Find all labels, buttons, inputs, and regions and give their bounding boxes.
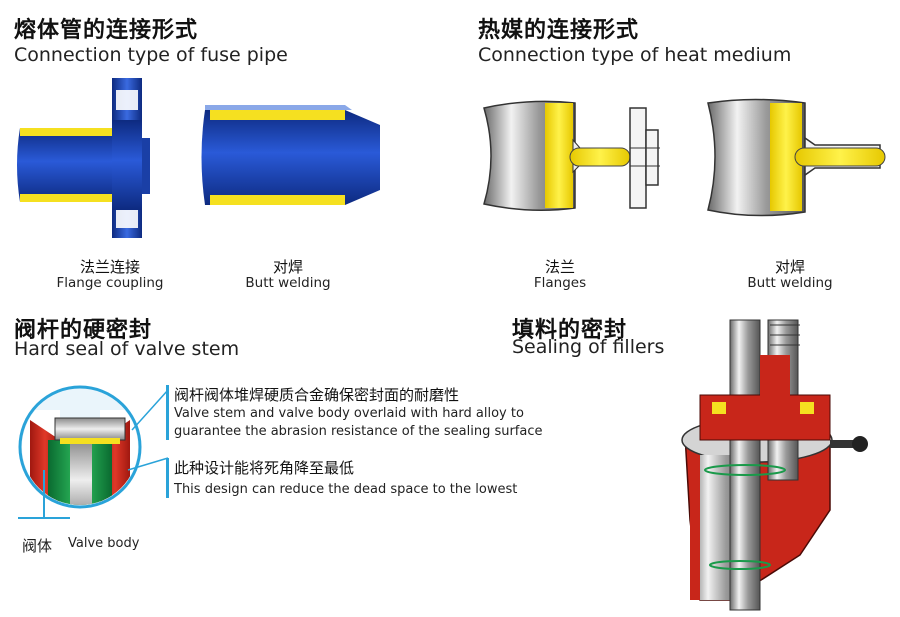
flanges-caption-cn: 法兰	[544, 258, 575, 276]
fillers-title-cn: 填料的密封	[512, 318, 628, 343]
annotation-bar-1	[166, 385, 169, 440]
butt-welding-fuse-caption-cn: 对焊	[272, 258, 303, 276]
filler-seal-illustration	[681, 319, 868, 611]
fillers-title-en: Sealing of fillers	[512, 336, 665, 358]
annotation-2-cn: 此种设计能将死角降至最低	[174, 459, 355, 477]
valve-stem-detail	[18, 385, 169, 519]
flanges-caption-en: Flanges	[533, 275, 587, 291]
valve-body-label-cn: 阀体	[22, 537, 53, 555]
flange-coupling-caption-en: Flange coupling	[56, 275, 164, 291]
heat-medium-title-cn: 热媒的连接形式	[478, 18, 640, 43]
heat-medium-title-en: Connection type of heat medium	[478, 44, 792, 66]
annotation-1-cn: 阀杆阀体堆焊硬质合金确保密封面的耐磨性	[174, 386, 460, 404]
butt-welding-heat-caption-en: Butt welding	[747, 275, 833, 291]
valve-stem-title-cn: 阀杆的硬密封	[14, 318, 153, 343]
flange-coupling-illustration	[17, 78, 150, 238]
fuse-pipe-title-en: Connection type of fuse pipe	[14, 44, 288, 66]
butt-welding-fuse-illustration	[201, 105, 380, 205]
fuse-pipe-title-cn: 熔体管的连接形式	[14, 18, 199, 43]
butt-welding-heat-illustration	[707, 98, 886, 217]
flange-coupling-caption-cn: 法兰连接	[79, 258, 140, 276]
valve-stem-title-en: Hard seal of valve stem	[14, 338, 240, 360]
annotation-1-en-line2: guarantee the abrasion resistance of the…	[174, 424, 543, 439]
valve-body-label-en: Valve body	[68, 536, 140, 551]
annotation-2-en: This design can reduce the dead space to…	[174, 482, 518, 497]
annotation-bar-2	[166, 458, 169, 498]
annotation-1-en-line1: Valve stem and valve body overlaid with …	[174, 406, 524, 421]
butt-welding-fuse-caption-en: Butt welding	[245, 275, 331, 291]
flanges-heat-illustration	[483, 100, 660, 211]
butt-welding-heat-caption-cn: 对焊	[774, 258, 805, 276]
